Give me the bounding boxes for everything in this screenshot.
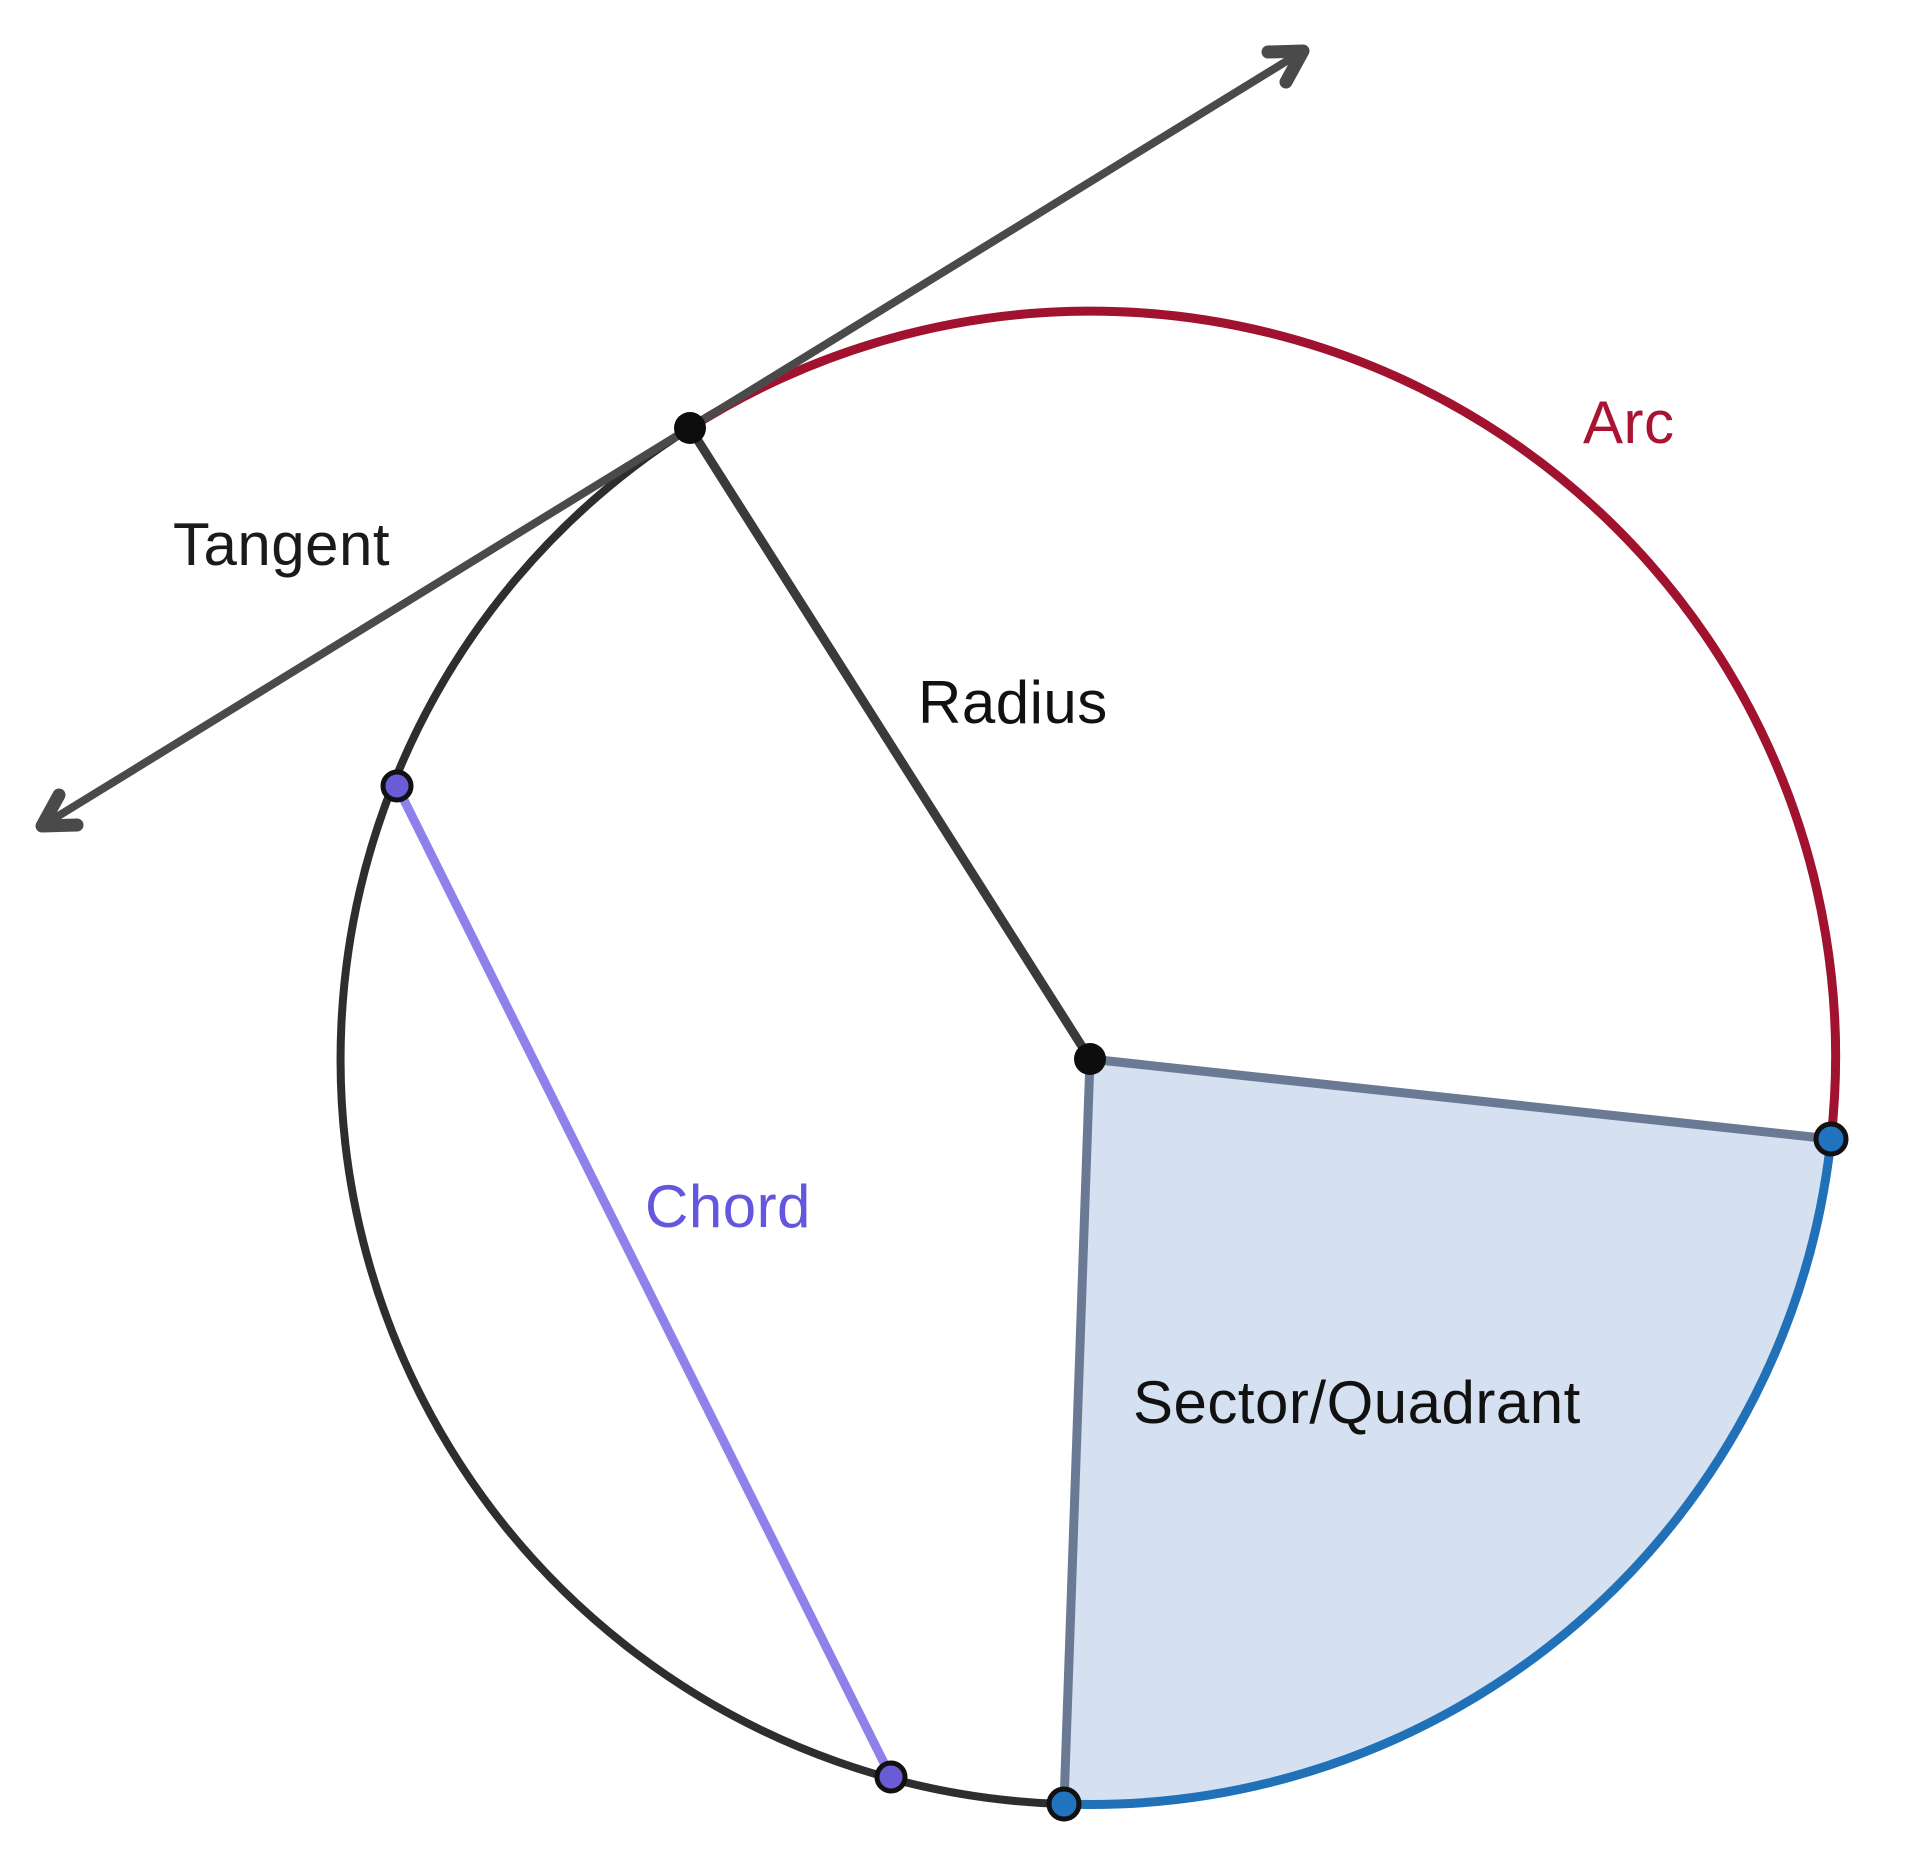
chord-endpoint-lower	[874, 1760, 908, 1794]
circle-outline-arc	[336, 424, 1068, 1808]
arc-label: Arc	[1583, 389, 1675, 456]
tangent-line	[39, 47, 1306, 830]
radius-line	[685, 423, 1095, 1064]
sector-corner-point-right	[1813, 1121, 1849, 1157]
sector-fill	[1064, 1059, 1831, 1805]
radius-label: Radius	[918, 669, 1108, 736]
tangent-arrowhead-upper	[1261, 44, 1310, 89]
sector-corner-point-bottom	[1046, 1786, 1082, 1822]
center-point	[1074, 1043, 1106, 1075]
arc-highlight	[685, 306, 1841, 1144]
sector-label: Sector/Quadrant	[1133, 1369, 1581, 1436]
chord-line	[392, 781, 896, 1782]
chord-label: Chord	[645, 1173, 811, 1240]
tangent-label: Tangent	[173, 511, 391, 578]
sector-arc	[1059, 1134, 1836, 1809]
chord-endpoint-upper	[380, 769, 414, 803]
tangent-point	[674, 412, 706, 444]
tangent-arrowhead-lower	[35, 788, 84, 833]
